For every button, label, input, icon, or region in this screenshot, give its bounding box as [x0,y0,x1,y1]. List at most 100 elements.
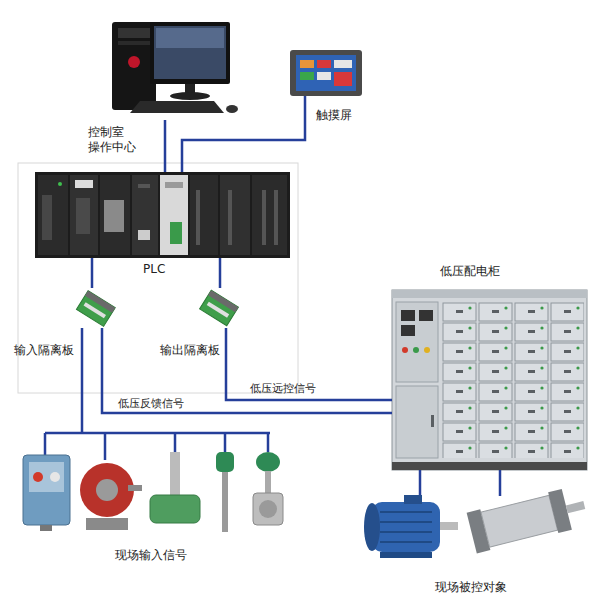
output-board-node: 输出隔离板 [200,288,238,328]
node-label: 输入隔离板 [14,343,74,358]
screen-glare [156,28,224,48]
pull-switch-wheel [96,479,118,501]
switch-box [23,455,70,525]
bus-drop [174,433,177,452]
cylinder-group [467,485,590,554]
thermo-head [216,452,234,472]
thermo-probe [222,470,228,532]
signal-wire [81,328,84,433]
monitor-screen [154,26,226,79]
node-label: 现场被控对象 [435,580,507,595]
push-button [33,472,43,482]
output-board-art [200,290,239,326]
cabinet-top [392,290,587,298]
module-slot [196,190,200,245]
signal-wire [219,258,222,288]
bus-drop [267,433,270,452]
screen-tile [317,72,331,80]
computer-art [112,22,238,113]
signal-bus [45,432,270,435]
flowmeter-neck [265,471,271,493]
screen-bezel [290,50,362,96]
keyboard [130,101,224,113]
touchscreen-art [290,50,362,96]
wire-label: 低压远控信号 [250,382,316,396]
field-inputs-art [23,433,283,532]
bus-drop [44,433,47,455]
plc-module [160,175,188,255]
terminal-strip [42,195,52,240]
input-board-node: 输入隔离板 [76,288,114,328]
input-board-art [76,291,115,327]
terminal-block [85,291,115,313]
connector [207,302,229,318]
cabinet-node: 低压配电柜 [392,290,587,470]
screen-tile [300,72,314,80]
panel-meter [401,325,415,336]
drive-bay [118,28,150,38]
cabinet-plinth [392,462,587,470]
signal-wire [102,328,392,413]
flowmeter-head [256,452,280,472]
monitor-base [170,92,210,100]
node-label: PLC [143,262,165,277]
pc-tower [112,22,156,110]
pipe-bore [259,500,277,518]
feed-line [499,470,502,496]
touchscreen-node: 触摸屏 [290,50,362,96]
mouse [226,105,238,113]
motor-fin [380,521,432,523]
plc-module [38,175,68,255]
plc-module [252,175,287,255]
status-led [58,182,62,186]
motor-body [372,502,440,552]
plc-module [100,175,130,255]
pcb-board [76,291,115,327]
plc-rack [35,172,290,258]
computer-node: 控制室 操作中心 [110,20,235,120]
cabinet-art [392,290,587,470]
connector [84,302,106,318]
screen-tile [334,60,352,68]
plc-module [132,175,158,255]
field-input-node: 现场输入信号 [15,433,290,553]
motor-fin [380,531,432,533]
door-handle [431,415,434,427]
screen-tile [317,60,331,68]
meter-door [396,302,438,382]
module-cover [104,200,124,232]
sensor-body [150,495,200,523]
sensor-rod [170,452,180,497]
node-label: 控制室 操作中心 [88,125,148,155]
signal-wire [182,96,305,172]
cable-gland [40,525,52,531]
bus-drop [224,433,227,452]
signal-wire [164,120,167,172]
motor-fin [380,511,432,513]
plc-frame [18,163,298,393]
motor-shaft [440,522,458,530]
plc-rack-art [35,172,290,258]
signal-wire [226,328,392,400]
terminal-box [404,495,422,504]
power-light [128,56,140,68]
panel-meter [401,310,415,321]
node-label: 现场输入信号 [115,548,187,563]
pull-switch-body [80,463,134,517]
module-slot [228,190,232,245]
switch-panel [29,462,64,492]
push-button [50,472,60,482]
plc-node: PLC [35,172,290,258]
drawer-columns [442,302,584,458]
controlled-objects-art [364,470,589,558]
screen-tile [300,60,314,68]
module-slot [138,184,150,188]
indicator-lamp [424,347,430,353]
switch-base [86,518,128,530]
green-terminal [170,222,182,244]
motor-fin [380,541,432,543]
terminal-strip [76,198,90,234]
